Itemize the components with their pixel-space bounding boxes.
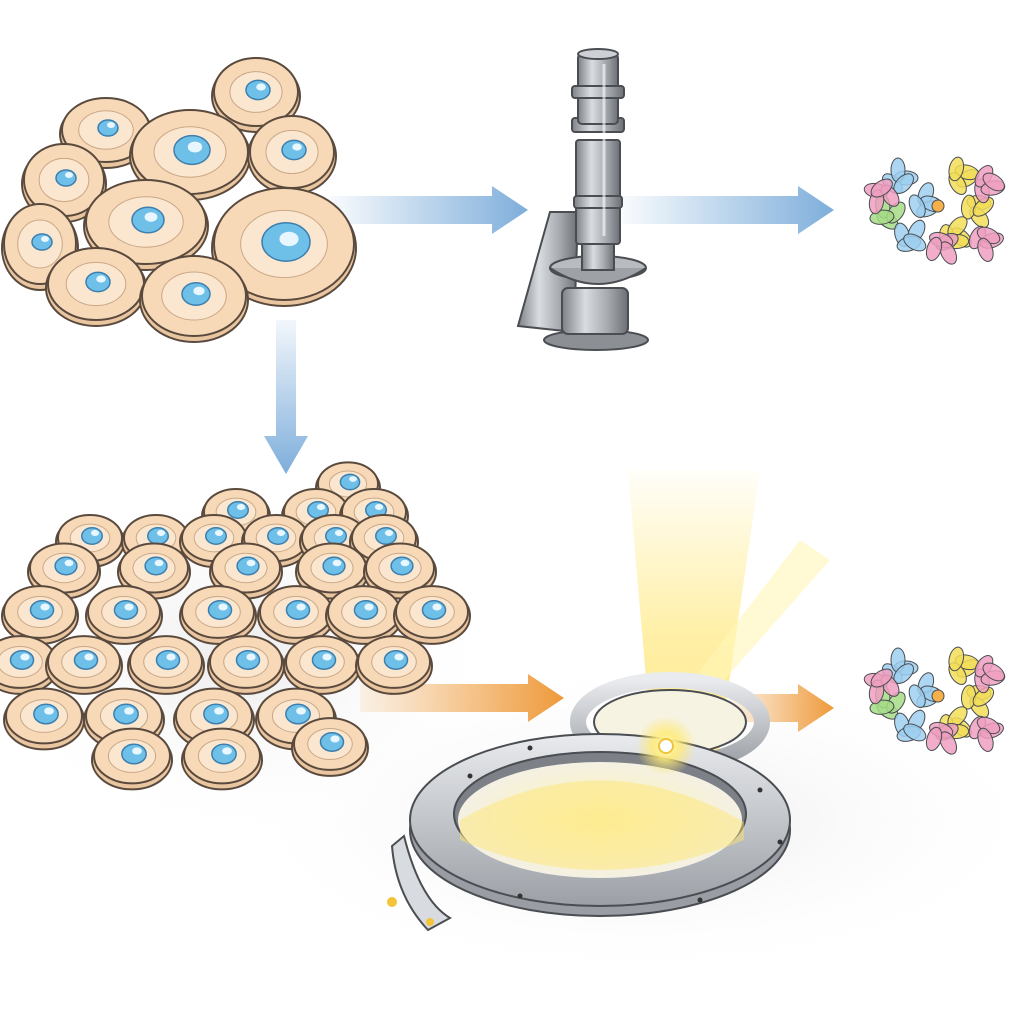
nucleus [339, 473, 361, 491]
nucleus [211, 743, 237, 765]
cell [21, 143, 107, 223]
electron-microscope [516, 48, 649, 351]
nucleus [113, 703, 139, 725]
nucleus [73, 650, 99, 670]
protein-structure-icon [863, 156, 1006, 265]
nucleus [205, 527, 227, 545]
cell [211, 187, 357, 307]
nucleus [285, 600, 311, 620]
nucleus [383, 650, 409, 670]
cell [179, 585, 257, 645]
nucleus [311, 650, 337, 670]
nucleus [207, 600, 233, 620]
nucleus [322, 556, 346, 576]
nucleus [29, 600, 55, 620]
nucleus [85, 271, 111, 293]
nucleus [227, 501, 249, 519]
cell [3, 687, 85, 751]
protein-structure-icon [863, 646, 1006, 755]
protein-structure-top [863, 156, 1006, 265]
cell [207, 635, 285, 695]
nucleus [421, 600, 447, 620]
cell [83, 179, 209, 271]
cell [355, 635, 433, 695]
arrow-cells-to-microscope [330, 186, 528, 234]
cell [45, 247, 147, 327]
cell [295, 542, 369, 600]
nucleus [236, 556, 260, 576]
nucleus [319, 732, 345, 752]
cell [27, 542, 101, 600]
arrow-cells-to-monolayer [264, 320, 308, 474]
nucleus [54, 556, 78, 576]
nucleus [97, 119, 119, 137]
nucleus [353, 600, 379, 620]
nucleus [285, 703, 311, 725]
cell [393, 585, 471, 645]
nucleus [147, 527, 169, 545]
cell [247, 115, 337, 195]
cell [0, 635, 59, 695]
cell [127, 635, 205, 695]
cell [91, 727, 173, 791]
synchrotron-ring-icon [387, 470, 830, 932]
nucleus [245, 79, 271, 101]
arrow-microscope-to-protein-top [622, 186, 834, 234]
cell [129, 109, 251, 201]
cell [209, 542, 283, 600]
nucleus [81, 527, 103, 545]
cell [211, 57, 301, 133]
microscope-icon [516, 48, 649, 351]
cell [291, 717, 369, 777]
nucleus [113, 600, 139, 620]
nucleus [9, 650, 35, 670]
nucleus [155, 650, 181, 670]
protein-structure-bottom [863, 646, 1006, 755]
dense-cell-monolayer [0, 461, 471, 791]
nucleus [281, 139, 307, 161]
cell [283, 635, 361, 695]
synchrotron-ring [387, 470, 830, 932]
nucleus [31, 233, 53, 251]
cell [85, 585, 163, 645]
cell [257, 585, 335, 645]
cell [325, 585, 403, 645]
cell [139, 255, 249, 343]
sparse-cell-cluster [1, 57, 357, 343]
cell [45, 635, 123, 695]
cell [117, 542, 191, 600]
cell [181, 727, 263, 791]
nucleus [121, 743, 147, 765]
nucleus [267, 527, 289, 545]
cell [1, 585, 79, 645]
nucleus [203, 703, 229, 725]
nucleus [235, 650, 261, 670]
nucleus [325, 527, 347, 545]
nucleus [55, 169, 77, 187]
nucleus [375, 527, 397, 545]
nucleus [144, 556, 168, 576]
nucleus [390, 556, 414, 576]
nucleus [33, 703, 59, 725]
